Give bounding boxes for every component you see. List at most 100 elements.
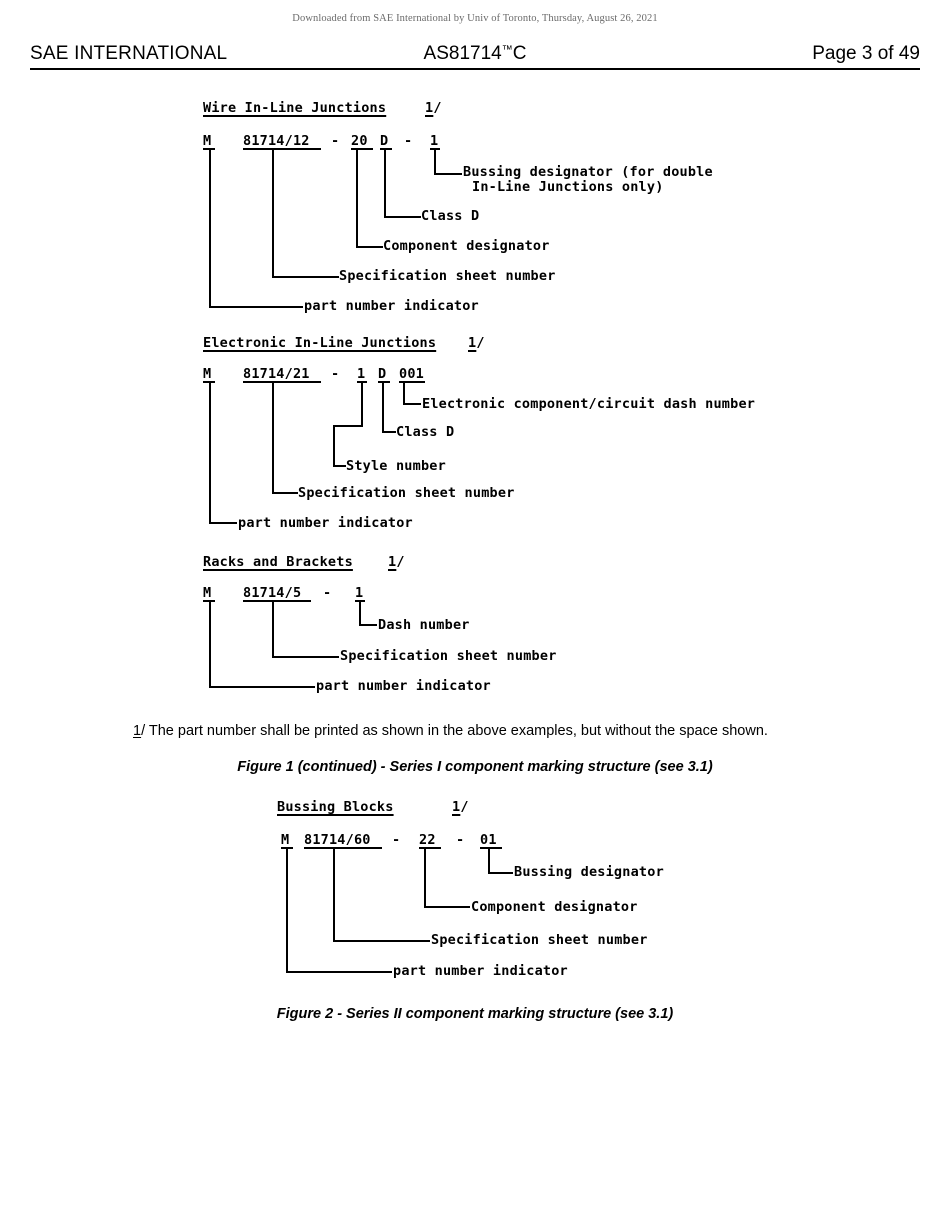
- leader-label-class: Class D: [421, 208, 480, 224]
- footnote-marker-number: 1: [133, 723, 142, 739]
- leader-label-spec-sheet: Specification sheet number: [298, 485, 515, 501]
- leader-v-bussing: [434, 148, 436, 175]
- leader-label-part-indicator: part number indicator: [304, 298, 479, 314]
- part-token-spec-sheet: 81714/12: [243, 133, 310, 149]
- leader-label-spec-sheet: Specification sheet number: [431, 932, 648, 948]
- leader-label-bussing-line2: In-Line Junctions only): [472, 179, 664, 195]
- token-underline-class: [380, 148, 392, 150]
- token-underline-spec-sheet: [304, 847, 382, 849]
- leader-v-part-indicator: [209, 600, 211, 688]
- figure-heading: Electronic In-Line Junctions: [203, 335, 437, 351]
- figure-footnote: 1/ The part number shall be printed as s…: [133, 723, 768, 739]
- leader-v-component: [356, 148, 358, 248]
- leader-label-dash-number: Electronic component/circuit dash number: [422, 396, 756, 412]
- token-underline-component: [351, 148, 373, 150]
- token-underline-dash-number: [399, 381, 425, 383]
- footnote-marker: 1/: [425, 100, 442, 116]
- figure-heading: Racks and Brackets: [203, 554, 353, 570]
- leader-v-dash-number: [403, 381, 405, 405]
- figure-1-caption: Figure 1 (continued) - Series I componen…: [237, 759, 713, 775]
- leader-h-bussing: [488, 872, 513, 874]
- token-underline-bussing: [480, 847, 502, 849]
- header-divider: [30, 68, 920, 70]
- leader-label-spec-sheet: Specification sheet number: [339, 268, 556, 284]
- leader-h-part-indicator: [209, 306, 303, 308]
- part-token-dash-2: -: [404, 133, 413, 149]
- leader-v-class: [382, 381, 384, 433]
- part-token-dash-1: -: [331, 366, 340, 382]
- leader-v-spec-sheet: [272, 600, 274, 658]
- leader-h-component: [356, 246, 383, 248]
- header-page-number: Page 3 of 49: [812, 43, 920, 64]
- leader-v-class: [384, 148, 386, 218]
- header-organization: SAE INTERNATIONAL: [30, 43, 228, 64]
- part-token-spec-sheet: 81714/60: [304, 832, 371, 848]
- leader-label-style: Style number: [346, 458, 446, 474]
- footnote-marker: 1/: [452, 799, 469, 815]
- trademark-icon: ™: [501, 43, 513, 56]
- leader-v-spec-sheet: [272, 148, 274, 278]
- part-token-class: D: [378, 366, 387, 382]
- leader-h-bussing: [434, 173, 462, 175]
- token-underline-class: [378, 381, 390, 383]
- part-token-prefix: M: [203, 366, 212, 382]
- leader-label-part-indicator: part number indicator: [393, 963, 568, 979]
- part-token-dash-1: -: [392, 832, 401, 848]
- leader-label-class: Class D: [396, 424, 455, 440]
- figure-heading: Wire In-Line Junctions: [203, 100, 387, 116]
- part-token-style: 1: [357, 366, 366, 382]
- part-token-dash-number: 001: [399, 366, 424, 382]
- leader-v-bussing: [488, 847, 490, 874]
- part-token-dash-1: -: [323, 585, 332, 601]
- leader-label-bussing: Bussing designator: [514, 864, 664, 880]
- part-token-component: 20: [351, 133, 368, 149]
- leader-h-spec-sheet: [272, 656, 339, 658]
- leader-h-spec-sheet: [333, 940, 430, 942]
- leader-label-bussing-line1: Bussing designator (for double: [463, 164, 713, 180]
- leader-v-part-indicator: [209, 148, 211, 308]
- header-doc-number: AS81714: [423, 43, 502, 64]
- header-doc-revision: C: [512, 43, 527, 64]
- token-underline-spec-sheet: [243, 381, 321, 383]
- footnote-marker-slash: /: [141, 723, 146, 739]
- part-token-bussing: 01: [480, 832, 497, 848]
- leader-label-part-indicator: part number indicator: [238, 515, 413, 531]
- leader-label-component: Component designator: [471, 899, 638, 915]
- leader-label-component: Component designator: [383, 238, 550, 254]
- header-document-id: AS81714™C: [30, 43, 920, 65]
- leader-v-style-upper: [361, 381, 363, 427]
- leader-label-spec-sheet: Specification sheet number: [340, 648, 557, 664]
- part-token-prefix: M: [203, 585, 212, 601]
- leader-v-spec-sheet: [333, 847, 335, 942]
- figure-2-caption: Figure 2 - Series II component marking s…: [276, 1006, 674, 1022]
- part-token-dash-1: -: [331, 133, 340, 149]
- leader-h-style: [333, 465, 346, 467]
- leader-h-class: [382, 431, 396, 433]
- leader-h-part-indicator: [209, 686, 315, 688]
- leader-v-dash-number: [359, 600, 361, 626]
- part-token-prefix: M: [203, 133, 212, 149]
- token-underline-component: [419, 847, 441, 849]
- leader-label-dash-number: Dash number: [378, 617, 470, 633]
- leader-label-part-indicator: part number indicator: [316, 678, 491, 694]
- download-watermark: Downloaded from SAE International by Uni…: [292, 13, 658, 24]
- leader-v-spec-sheet: [272, 381, 274, 494]
- leader-v-component: [424, 847, 426, 908]
- page-header: SAE INTERNATIONAL AS81714™C Page 3 of 49: [30, 43, 920, 69]
- part-token-dash-2: -: [456, 832, 465, 848]
- footnote-marker: 1/: [388, 554, 405, 570]
- token-underline-spec-sheet: [243, 600, 311, 602]
- part-token-bussing: 1: [430, 133, 439, 149]
- leader-v-part-indicator: [286, 847, 288, 973]
- footnote-text: The part number shall be printed as show…: [145, 723, 768, 739]
- leader-h-part-indicator: [209, 522, 237, 524]
- leader-v-part-indicator: [209, 381, 211, 524]
- leader-h-component: [424, 906, 470, 908]
- footnote-marker: 1/: [468, 335, 485, 351]
- leader-h-dash-number: [403, 403, 421, 405]
- part-token-dash-number: 1: [355, 585, 364, 601]
- figure-heading: Bussing Blocks: [277, 799, 394, 815]
- part-token-spec-sheet: 81714/5: [243, 585, 302, 601]
- part-token-class: D: [380, 133, 389, 149]
